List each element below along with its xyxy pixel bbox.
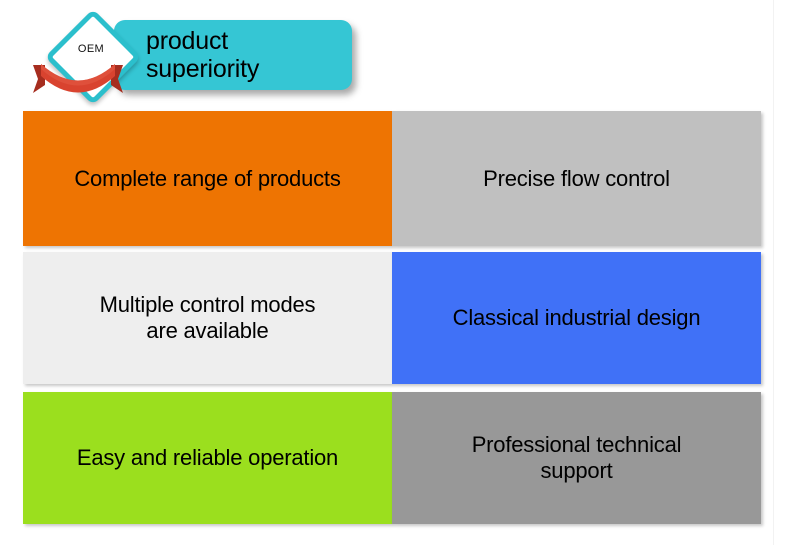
feature-cell-precise-flow-control[interactable]: Precise flow control bbox=[392, 111, 761, 246]
feature-cell-label: Professional technical support bbox=[471, 432, 682, 483]
feature-cell-multiple-control-modes[interactable]: Multiple control modes are available bbox=[23, 252, 392, 384]
feature-cell-complete-range-of-products[interactable]: Complete range of products bbox=[23, 111, 392, 246]
feature-row: Easy and reliable operation Professional… bbox=[23, 392, 761, 524]
feature-grid: Complete range of products Precise flow … bbox=[23, 111, 761, 524]
feature-cell-label: Precise flow control bbox=[483, 165, 670, 191]
header-badge: product superiority OEM bbox=[22, 6, 352, 106]
feature-cell-easy-and-reliable-operation[interactable]: Easy and reliable operation bbox=[23, 392, 392, 524]
feature-row: Multiple control modes are available Cla… bbox=[23, 252, 761, 384]
title-plate bbox=[114, 20, 352, 90]
slide-edge-rule bbox=[773, 0, 774, 545]
feature-cell-classical-industrial-design[interactable]: Classical industrial design bbox=[392, 252, 761, 384]
feature-cell-label: Classical industrial design bbox=[452, 305, 701, 331]
feature-cell-professional-technical-support[interactable]: Professional technical support bbox=[392, 392, 761, 524]
feature-row: Complete range of products Precise flow … bbox=[23, 111, 761, 246]
oem-label: OEM bbox=[77, 43, 105, 55]
ribbon-icon bbox=[33, 63, 123, 97]
oem-diamond-badge: OEM bbox=[44, 8, 142, 106]
feature-cell-label: Easy and reliable operation bbox=[76, 445, 339, 471]
page-title: product superiority bbox=[146, 27, 260, 83]
feature-cell-label: Multiple control modes are available bbox=[99, 292, 316, 343]
feature-cell-label: Complete range of products bbox=[74, 165, 341, 191]
